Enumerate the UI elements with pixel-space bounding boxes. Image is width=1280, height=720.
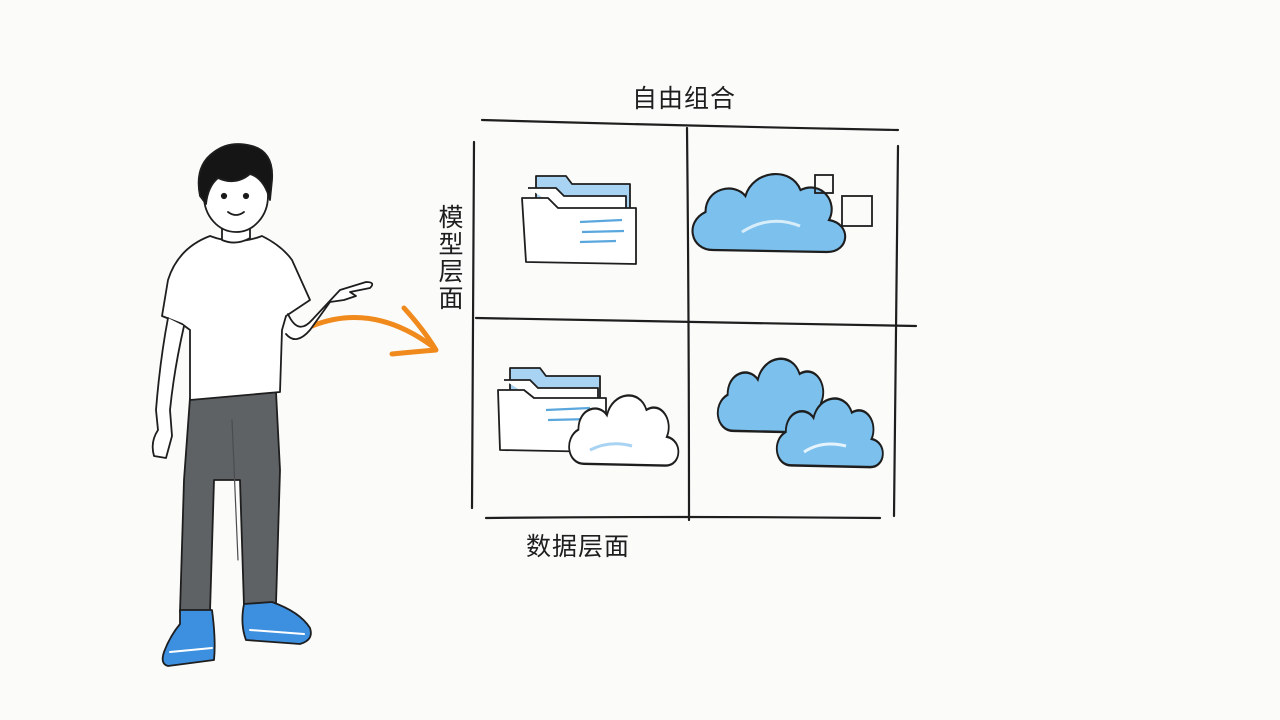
grid-bottom-line bbox=[484, 515, 882, 520]
hair bbox=[197, 143, 274, 205]
grid-right-line bbox=[892, 144, 900, 518]
quadrant-grid bbox=[470, 118, 918, 522]
grid-center-horizontal bbox=[474, 316, 918, 328]
small-square-icon bbox=[814, 174, 834, 194]
arrow-icon bbox=[309, 305, 439, 357]
grid-left-line bbox=[470, 140, 476, 510]
left-shoe-icon bbox=[161, 609, 216, 667]
folder-icon bbox=[521, 175, 637, 265]
pants bbox=[179, 391, 281, 613]
cloud-icon bbox=[691, 172, 873, 254]
side-axis-label: 模型层面 bbox=[435, 204, 464, 312]
top-axis-label: 自由组合 bbox=[632, 84, 737, 113]
right-shoe-icon bbox=[241, 601, 312, 645]
folder-cloud-icon bbox=[497, 367, 680, 467]
bottom-axis-label: 数据层面 bbox=[526, 532, 631, 561]
double-cloud-icon bbox=[716, 357, 885, 469]
square-icon bbox=[841, 195, 873, 227]
person-illustration bbox=[151, 143, 374, 667]
grid-center-vertical bbox=[685, 126, 691, 522]
grid-top-line bbox=[480, 118, 900, 132]
